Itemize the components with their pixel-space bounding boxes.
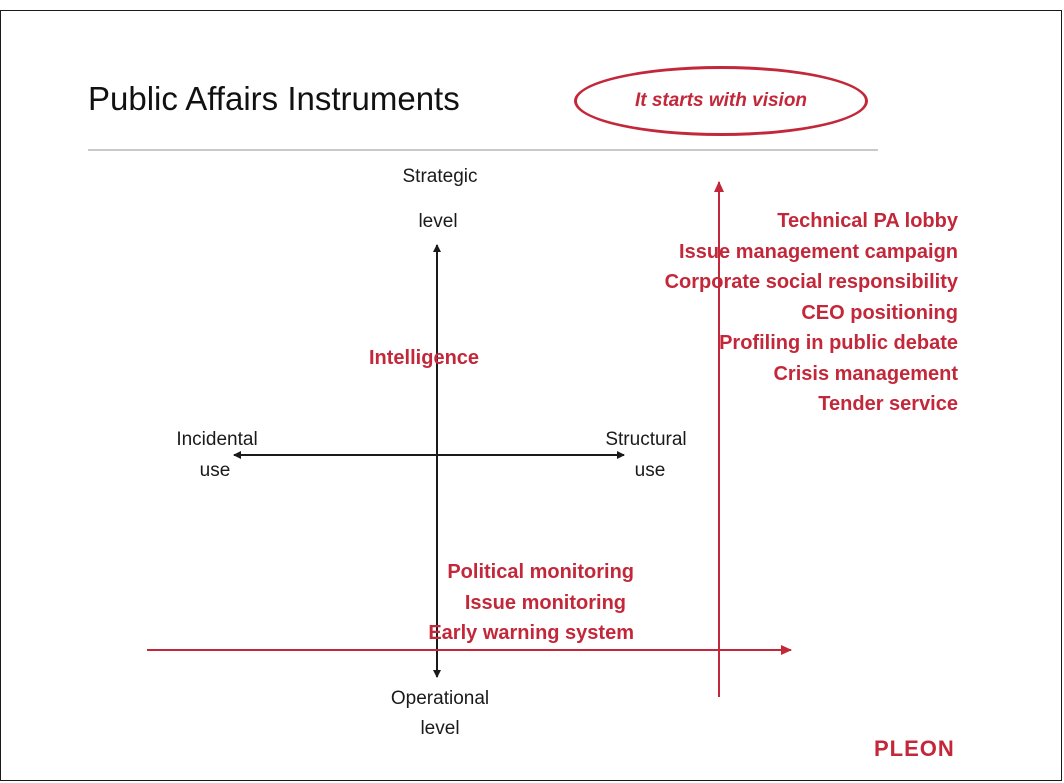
axis-top-label-line1: Strategic — [402, 166, 478, 187]
operational-instrument: Political monitoring — [447, 561, 634, 583]
axis-right-label-line2: use — [634, 460, 666, 481]
axis-bottom-label-line2: level — [420, 718, 460, 739]
strategic-instrument: Tender service — [818, 393, 958, 415]
operational-instrument: Early warning system — [428, 622, 634, 644]
strategic-instrument: CEO positioning — [801, 301, 958, 324]
strategic-instrument: Technical PA lobby — [777, 210, 958, 232]
slide-title: Public Affairs Instruments — [88, 80, 460, 117]
slide-frame — [0, 10, 1062, 781]
axis-top-label-line2: level — [418, 211, 458, 232]
pleon-logo: PLEON — [874, 736, 955, 761]
axis-left-label-line2: use — [199, 460, 231, 481]
strategic-instrument: Issue management campaign — [679, 240, 958, 263]
axis-left-label-line1: Incidental — [176, 429, 258, 450]
operational-instruments-list: Political monitoring Issue monitoring Ea… — [376, 557, 634, 649]
strategic-instrument: Crisis management — [773, 362, 958, 385]
strategic-instrument: Corporate social responsibility — [664, 271, 958, 293]
vision-tagline: It starts with vision — [634, 90, 808, 111]
title-divider — [88, 149, 878, 151]
axis-bottom-label-line1: Operational — [390, 688, 490, 709]
operational-instrument: Issue monitoring — [464, 591, 626, 614]
strategic-instrument: Profiling in public debate — [719, 332, 958, 354]
axis-right-label-line1: Structural — [605, 429, 687, 450]
vision-oval — [574, 66, 868, 136]
strategic-instruments-list: Technical PA lobby Issue management camp… — [665, 206, 958, 420]
instrument-intelligence: Intelligence — [369, 347, 480, 369]
